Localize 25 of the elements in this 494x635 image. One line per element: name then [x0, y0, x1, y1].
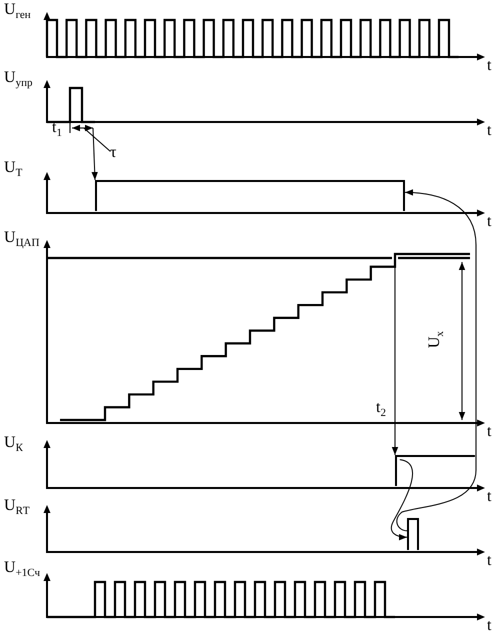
axis-label: t: [487, 214, 492, 230]
time-label: t$_{1}$: [52, 120, 62, 140]
axis-label: t: [487, 58, 492, 74]
arrow: [92, 128, 98, 180]
leader-line: [83, 128, 111, 152]
arrow: [390, 459, 414, 540]
axis-label: U$_{К}$: [4, 435, 23, 454]
axis-label: U$_{упр}$: [4, 70, 32, 90]
time-label: t$_{2}$: [376, 400, 386, 420]
axis-label: U$_{+1Сч}$: [4, 560, 40, 580]
axis-label: U$_{ген}$: [4, 2, 31, 22]
axis-label: t: [487, 553, 492, 569]
pulse: [95, 180, 405, 211]
pulse: [407, 518, 419, 550]
axis-label: t: [487, 618, 492, 634]
staircase-waveform: [60, 252, 470, 422]
axis-label: U$_{T}$: [4, 160, 22, 180]
axis-label: t: [487, 424, 492, 440]
axis-label: U$_{ЦАП}$: [4, 230, 40, 250]
axis-label: t: [487, 489, 492, 505]
axis-label: t: [487, 123, 492, 139]
arrow: [396, 189, 476, 532]
dimension-line: [70, 122, 94, 134]
symbol-label: τ: [110, 145, 116, 161]
step-signal: [395, 455, 475, 486]
